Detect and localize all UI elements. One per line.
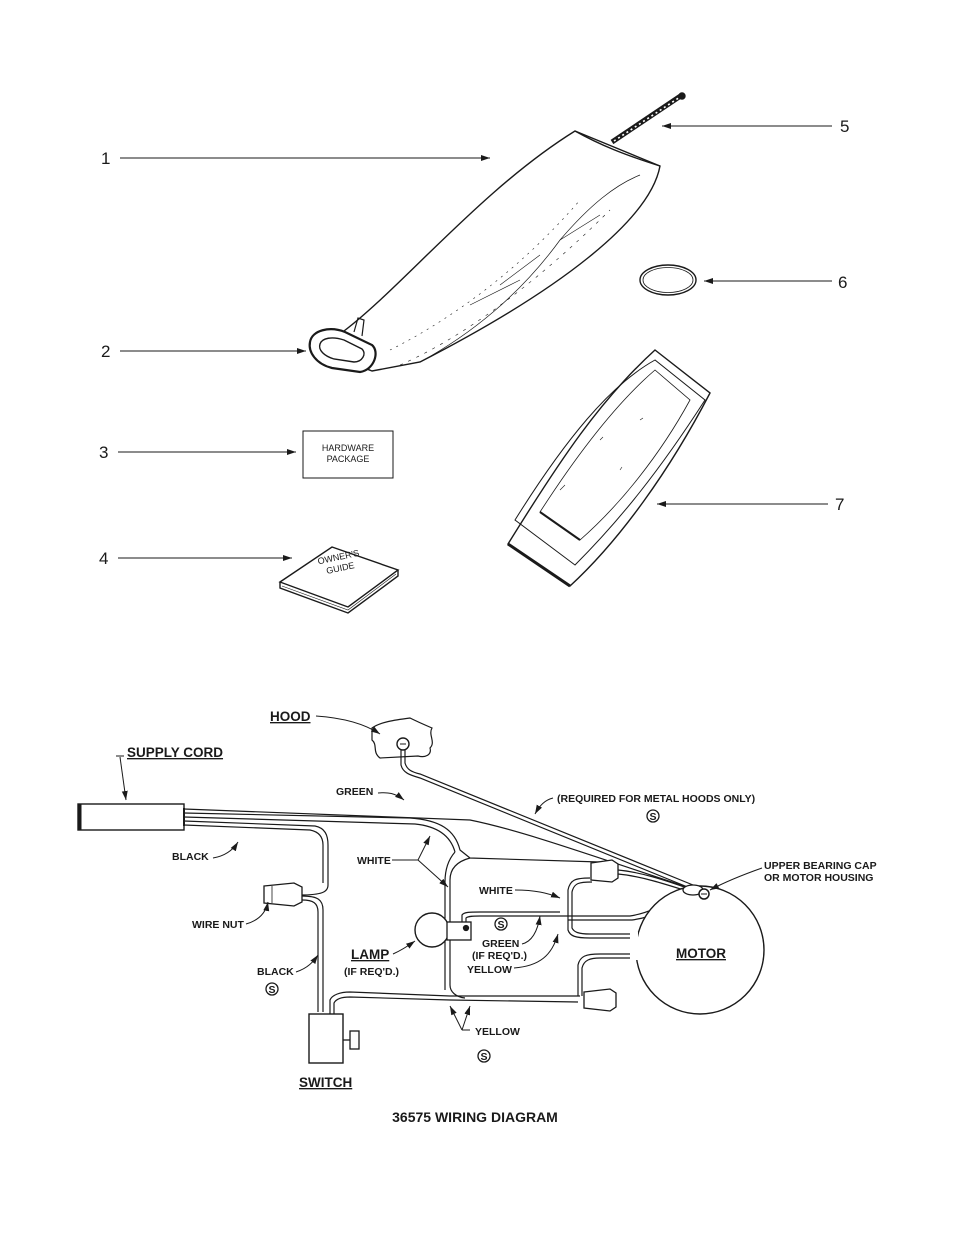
callout-4: 4 [99, 549, 108, 568]
hardware-package-line-1: HARDWARE [322, 443, 374, 453]
label-black-top: BLACK [172, 851, 209, 863]
callout-5: 5 [840, 117, 849, 136]
label-green-lamp: GREEN [482, 938, 519, 950]
switch-wires [301, 895, 580, 1014]
wiring-diagram-title: 36575 WIRING DIAGRAM [392, 1109, 558, 1125]
ring-part-6 [639, 264, 697, 296]
callout-1: 1 [101, 149, 110, 168]
label-switch: SWITCH [299, 1075, 352, 1090]
callout-numbers: 1 2 3 4 5 6 7 [99, 117, 849, 568]
label-motor: MOTOR [676, 946, 726, 961]
switch [308, 1013, 344, 1064]
bag-collar-part-2 [308, 317, 377, 374]
ground-label-3: S [268, 984, 275, 996]
label-green-if-reqd: (IF REQ'D.) [472, 950, 527, 962]
label-yellow-upper: YELLOW [467, 964, 512, 976]
label-black-bottom: BLACK [257, 966, 294, 978]
label-yellow-lower: YELLOW [475, 1026, 520, 1038]
callout-7: 7 [835, 495, 844, 514]
label-lamp: LAMP [351, 947, 389, 962]
ground-label-4: S [480, 1051, 487, 1063]
cover-part-7 [507, 349, 711, 588]
wire-nut-lower [583, 988, 617, 1012]
ground-symbols [265, 809, 660, 1063]
callout-3: 3 [99, 443, 108, 462]
parts-diagram [118, 92, 832, 614]
label-wire-nut: WIRE NUT [192, 919, 244, 931]
label-hood: HOOD [270, 709, 311, 724]
ground-label-2: S [497, 919, 504, 931]
label-white-right: WHITE [479, 885, 513, 897]
supply-cord-end [77, 803, 185, 831]
ground-label-1: S [649, 811, 656, 823]
callout-2: 2 [101, 342, 110, 361]
cloth-bag-part-1 [339, 130, 661, 372]
wiring-diagram [77, 715, 765, 1064]
hardware-package-line-2: PACKAGE [327, 454, 370, 464]
label-leaders [116, 715, 763, 1031]
supply-wires [183, 808, 691, 896]
label-required-metal-hoods: (REQUIRED FOR METAL HOODS ONLY) [557, 793, 755, 805]
label-upper-bearing-cap-1: UPPER BEARING CAP [764, 860, 877, 872]
owners-guide-part-4 [278, 546, 400, 614]
callout-6: 6 [838, 273, 847, 292]
label-supply-cord: SUPPLY CORD [127, 745, 223, 760]
label-green-top: GREEN [336, 786, 373, 798]
hood-ground-wire [400, 750, 694, 889]
hardware-package-part-3 [302, 430, 394, 479]
label-lamp-if-reqd: (IF REQ'D.) [344, 966, 399, 978]
label-upper-bearing-cap-2: OR MOTOR HOUSING [764, 872, 873, 884]
lamp [414, 912, 450, 948]
wire-nut-upper [590, 859, 619, 883]
label-white-left: WHITE [357, 855, 391, 867]
wiring-labels: HOOD SUPPLY CORD GREEN (REQUIRED FOR MET… [127, 709, 877, 1090]
spring-part-5 [610, 92, 686, 145]
wire-nut-left [263, 882, 303, 907]
